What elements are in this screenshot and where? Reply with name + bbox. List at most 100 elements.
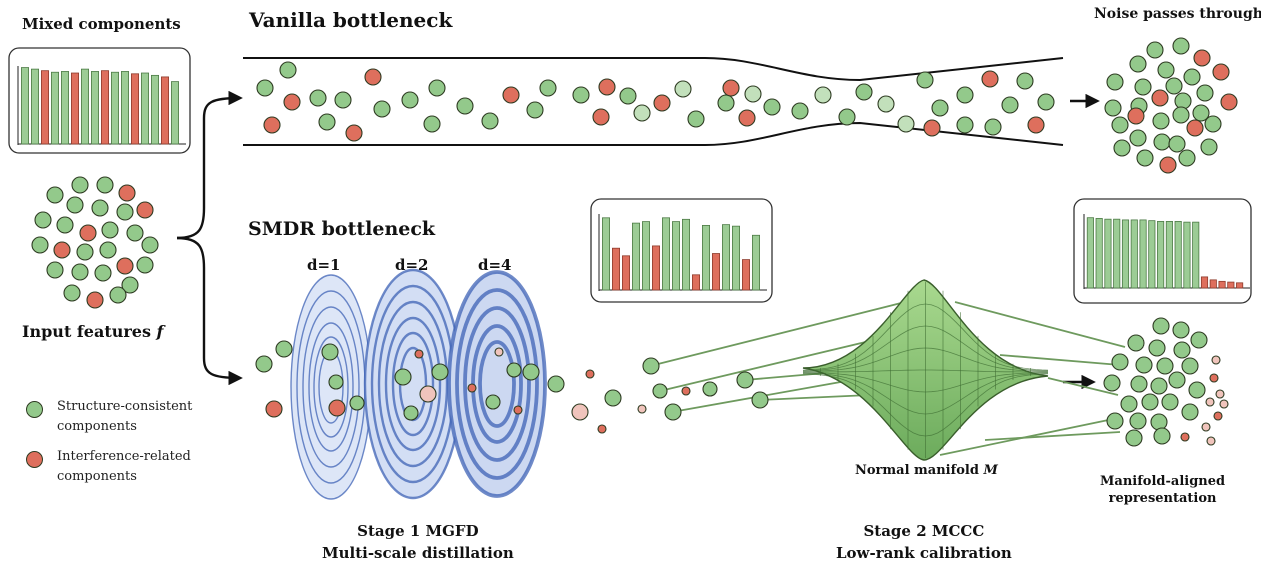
interference-component-dot: [502, 86, 520, 104]
structure-component-dot: [349, 395, 365, 411]
structure-component-dot: [1172, 106, 1190, 124]
input-features-text: Input features: [22, 322, 157, 341]
output-bar-chart: [1083, 214, 1250, 289]
projection-line: [659, 334, 896, 392]
interference-component-dot: [1209, 373, 1219, 383]
structure-component-dot: [1174, 92, 1192, 110]
structure-component-dot: [1152, 112, 1170, 130]
structure-component-dot: [141, 236, 159, 254]
structure-component-dot: [403, 405, 419, 421]
interference-component-dot: [1213, 411, 1223, 421]
manifold-grid-line: [802, 347, 1049, 372]
bar: [602, 217, 611, 291]
bar: [1086, 217, 1094, 289]
bar: [1174, 220, 1182, 289]
branch-arrow-bottom: [176, 236, 243, 386]
interference-component-dot: [981, 70, 999, 88]
structure-component-dot: [877, 95, 895, 113]
bar: [111, 71, 120, 145]
structure-component-dot: [279, 61, 297, 79]
structure-component-dot: [96, 176, 114, 194]
bar: [81, 68, 90, 145]
structure-component-dot: [431, 363, 449, 381]
structure-component-dot: [604, 389, 622, 407]
manifold-grid-line: [802, 373, 1049, 437]
bar: [1209, 279, 1217, 289]
structure-component-dot: [751, 391, 769, 409]
structure-component-dot: [956, 86, 974, 104]
bar: [632, 222, 641, 291]
structure-component-dot: [791, 102, 809, 120]
structure-component-dot: [838, 108, 856, 126]
manifold-aligned-line1: Manifold-aligned: [1100, 474, 1226, 489]
structure-component-dot: [1129, 129, 1147, 147]
structure-component-dot: [63, 284, 81, 302]
normal-manifold-label: Normal manifold M: [855, 463, 998, 478]
interference-component-dot: [86, 291, 104, 309]
interference-component-dot: [328, 399, 346, 417]
structure-component-dot: [1152, 317, 1170, 335]
interference-component-dot: [265, 400, 283, 418]
projection-line: [1047, 377, 1119, 396]
structure-component-dot: [1181, 357, 1199, 375]
structure-component-dot: [94, 264, 112, 282]
interference-component-dot: [1201, 422, 1211, 432]
structure-component-dot: [485, 394, 501, 410]
structure-component-dot: [121, 276, 139, 294]
dilation-label-4: d=4: [478, 256, 512, 274]
bar: [101, 70, 110, 145]
structure-component-dot: [1037, 93, 1055, 111]
structure-component-dot: [1016, 72, 1034, 90]
interference-component-dot: [345, 124, 363, 142]
interference-component-dot: [722, 79, 740, 97]
bar: [712, 253, 721, 291]
bar: [140, 72, 149, 145]
structure-component-dot: [91, 199, 109, 217]
bar: [722, 224, 731, 291]
interference-component-dot: [597, 424, 607, 434]
structure-component-dot: [321, 343, 339, 361]
interference-component-dot: [738, 109, 756, 127]
structure-component-dot: [1113, 139, 1131, 157]
structure-component-dot: [101, 221, 119, 239]
structure-component-dot: [1150, 413, 1168, 431]
structure-component-dot: [126, 224, 144, 242]
red-dot-icon: [26, 451, 43, 468]
structure-component-dot: [1111, 353, 1129, 371]
manifold-grid-line: [802, 325, 1049, 372]
structure-component-dot: [256, 79, 274, 97]
interference-component-dot: [923, 119, 941, 137]
interference-component-dot: [263, 116, 281, 134]
structure-component-dot: [1141, 393, 1159, 411]
structure-component-dot: [275, 340, 293, 358]
structure-component-dot: [1134, 78, 1152, 96]
bar: [51, 71, 60, 145]
structure-component-dot: [318, 113, 336, 131]
interference-component-dot: [467, 383, 477, 393]
structure-component-dot: [71, 263, 89, 281]
structure-component-dot: [423, 115, 441, 133]
structure-component-dot: [547, 375, 565, 393]
normal-manifold-symbol: M: [983, 463, 998, 478]
middle-bar-chart: [598, 214, 767, 291]
input-features-symbol: f: [156, 322, 164, 341]
projection-line: [954, 301, 1126, 348]
interference-component-dot: [494, 347, 504, 357]
structure-component-dot: [664, 403, 682, 421]
structure-component-dot: [1146, 41, 1164, 59]
structure-component-dot: [1130, 375, 1148, 393]
legend-interference: Interference-related components: [26, 447, 207, 487]
structure-component-dot: [1172, 321, 1190, 339]
structure-component-dot: [401, 91, 419, 109]
interference-component-dot: [513, 405, 523, 415]
structure-component-dot: [136, 256, 154, 274]
interference-component-dot: [592, 108, 610, 126]
filter-ring: [455, 288, 539, 480]
bar: [672, 221, 681, 291]
stage1-subtitle: Multi-scale distillation: [322, 544, 514, 562]
bar: [1121, 219, 1130, 289]
interference-component-dot: [1220, 93, 1238, 111]
structure-component-dot: [99, 241, 117, 259]
structure-component-dot: [1135, 356, 1153, 374]
projection-line: [649, 301, 906, 367]
